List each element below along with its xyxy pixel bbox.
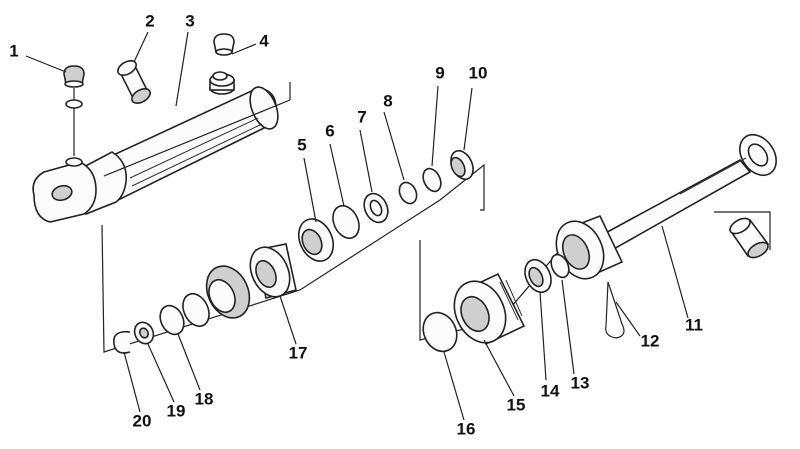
part-10-ring (450, 149, 474, 181)
part-18-washer (159, 304, 185, 336)
part-14-seal (524, 258, 552, 294)
callout-20: 20 (133, 411, 152, 430)
callout-14: 14 (541, 381, 560, 400)
callout-10: 10 (469, 63, 488, 82)
callout-12: 12 (641, 331, 660, 350)
plug (212, 33, 235, 81)
part-7-bearing (363, 192, 389, 224)
part-12-cotter-pin (605, 281, 625, 339)
part-19-nut (133, 321, 155, 345)
part-18-ring (182, 292, 210, 328)
callout-5: 5 (297, 135, 306, 154)
callout-13: 13 (571, 373, 590, 392)
assembly-axis-left (101, 163, 485, 353)
callout-19: 19 (167, 401, 186, 420)
part-8-washer (398, 181, 418, 205)
part-9-seal (422, 167, 442, 193)
part-13-ring (550, 253, 570, 279)
part-15-sleeve (453, 272, 526, 346)
part-17-cylinder-head (249, 243, 297, 299)
callout-11: 11 (685, 315, 703, 334)
callout-1: 1 (9, 41, 18, 60)
callout-4: 4 (259, 31, 269, 50)
part-16-o-ring (422, 311, 458, 353)
cylinder-barrel (32, 73, 279, 223)
breather-cap (63, 65, 85, 156)
part-6-wiper (332, 204, 360, 240)
callout-15: 15 (507, 395, 526, 414)
callout-2: 2 (145, 11, 154, 30)
callout-18: 18 (195, 389, 214, 408)
callout-8: 8 (383, 91, 392, 110)
callout-labels: 1 2 3 4 5 6 7 8 9 10 11 12 13 14 15 16 1… (9, 11, 703, 438)
part-5-gland (297, 218, 335, 262)
bushing-top (117, 59, 151, 105)
callout-17: 17 (289, 343, 308, 362)
part-20-snap-ring (113, 330, 131, 354)
callout-16: 16 (457, 419, 476, 438)
callout-7: 7 (357, 107, 366, 126)
rod-guide (555, 214, 624, 280)
callout-3: 3 (185, 11, 194, 30)
callout-9: 9 (435, 63, 444, 82)
piston (205, 265, 251, 319)
leader-lines (25, 31, 689, 421)
callout-6: 6 (325, 121, 334, 140)
bushing-rod (728, 217, 770, 259)
